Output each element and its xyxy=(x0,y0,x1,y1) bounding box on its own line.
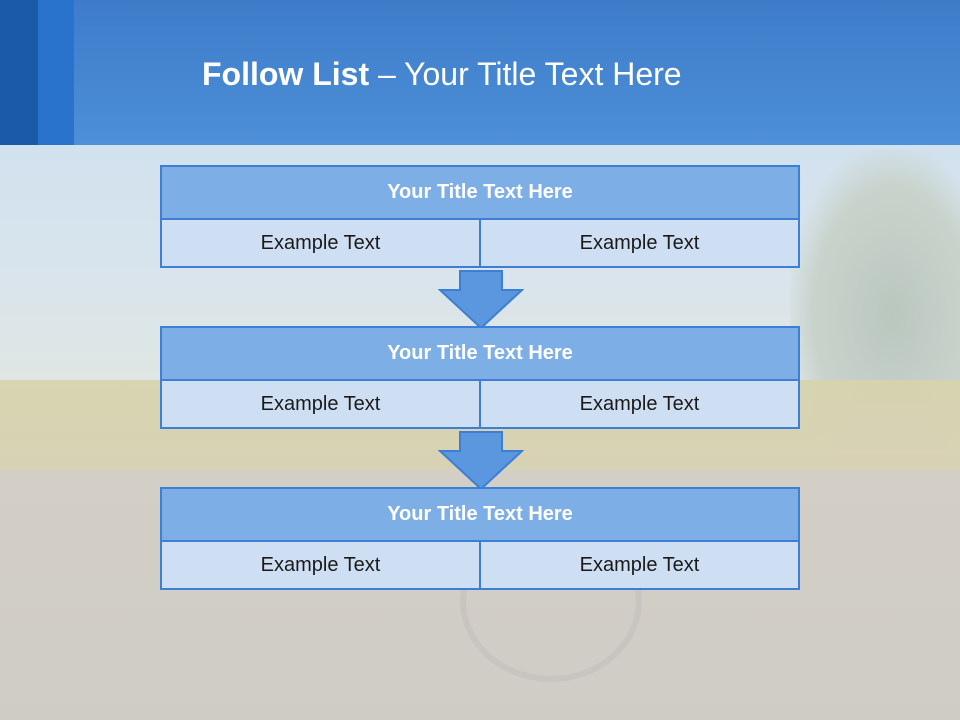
flow-step-1: Your Title Text Here Example Text Exampl… xyxy=(160,165,800,268)
flow-step-title: Your Title Text Here xyxy=(160,487,800,542)
down-arrow-icon xyxy=(438,270,524,330)
page-title: Follow List – Your Title Text Here xyxy=(202,56,682,93)
header-accent-stripe-light xyxy=(38,0,74,145)
flow-step-2: Your Title Text Here Example Text Exampl… xyxy=(160,326,800,429)
flow-step-row: Example Text Example Text xyxy=(160,540,800,590)
flow-step-cell-right: Example Text xyxy=(479,379,800,429)
flow-step-row: Example Text Example Text xyxy=(160,379,800,429)
flow-step-3: Your Title Text Here Example Text Exampl… xyxy=(160,487,800,590)
flow-step-row: Example Text Example Text xyxy=(160,218,800,268)
page-title-bold: Follow List xyxy=(202,56,370,92)
flow-step-title: Your Title Text Here xyxy=(160,165,800,220)
down-arrow-icon xyxy=(438,431,524,491)
flow-step-cell-right: Example Text xyxy=(479,540,800,590)
flow-step-cell-left: Example Text xyxy=(160,379,481,429)
page-title-rest: – Your Title Text Here xyxy=(369,56,682,92)
flow-step-cell-right: Example Text xyxy=(479,218,800,268)
flow-step-cell-left: Example Text xyxy=(160,540,481,590)
flow-step-title: Your Title Text Here xyxy=(160,326,800,381)
flow-step-cell-left: Example Text xyxy=(160,218,481,268)
header-accent-stripe-dark xyxy=(0,0,38,145)
header-band: Follow List – Your Title Text Here xyxy=(0,0,960,145)
